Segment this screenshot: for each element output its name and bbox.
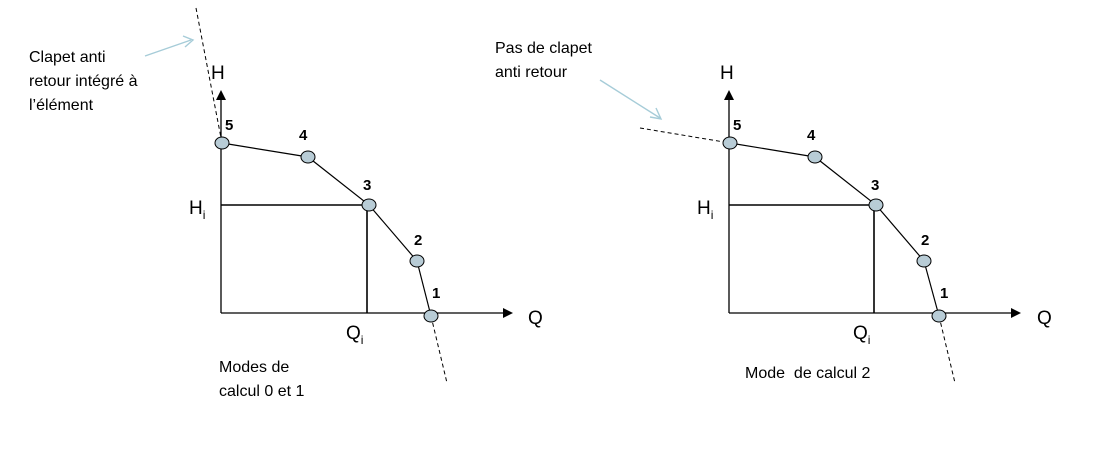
left-annotation-text: Clapet anti retour intégré à l’élément xyxy=(29,49,142,114)
right-qi-label: Qi xyxy=(853,323,870,347)
left-point-label-5: 5 xyxy=(225,117,233,134)
left-diagram: 5 4 3 2 1 H Q Hi Qi Clapet anti retour i… xyxy=(29,7,543,400)
right-dashed-upper xyxy=(639,127,731,144)
left-hi-label: Hi xyxy=(189,198,205,222)
left-caption: Modes de calcul 0 et 1 xyxy=(219,359,304,400)
right-hi-label: Hi xyxy=(697,198,713,222)
left-qi-label: Qi xyxy=(346,323,363,347)
right-h-axis-label: H xyxy=(720,63,734,84)
right-point-label-5: 5 xyxy=(733,117,741,134)
right-q-axis-label: Q xyxy=(1037,308,1052,329)
left-annotation-arrowhead xyxy=(182,35,195,48)
right-point-3 xyxy=(868,198,884,212)
left-pump-curve xyxy=(221,142,432,317)
left-point-3 xyxy=(361,198,377,212)
right-pump-curve xyxy=(729,142,940,317)
left-point-2 xyxy=(409,254,425,268)
left-point-label-3: 3 xyxy=(363,177,371,194)
right-annotation-arrow xyxy=(599,79,661,119)
left-dashed-lower xyxy=(430,315,448,384)
right-point-label-4: 4 xyxy=(807,127,816,144)
left-h-axis-label: H xyxy=(211,63,225,84)
left-point-4 xyxy=(300,150,316,164)
left-annotation-arrow xyxy=(144,39,192,57)
left-point-1 xyxy=(423,309,439,323)
right-dashed-lower xyxy=(938,315,956,384)
right-point-label-2: 2 xyxy=(921,232,929,249)
right-annotation-arrowhead xyxy=(649,107,663,120)
right-point-1 xyxy=(931,309,947,323)
left-point-label-2: 2 xyxy=(414,232,422,249)
right-point-label-1: 1 xyxy=(940,285,948,302)
right-point-label-3: 3 xyxy=(871,177,879,194)
right-point-4 xyxy=(807,150,823,164)
right-annotation-text: Pas de clapet anti retour xyxy=(495,40,596,81)
left-point-label-1: 1 xyxy=(432,285,440,302)
right-point-5 xyxy=(722,136,738,150)
right-point-2 xyxy=(916,254,932,268)
right-diagram: 5 4 3 2 1 H Q Hi Qi Pas de clapet anti r… xyxy=(495,40,1052,384)
right-caption: Mode de calcul 2 xyxy=(745,365,871,382)
left-q-axis-label: Q xyxy=(528,308,543,329)
left-point-label-4: 4 xyxy=(299,127,308,144)
left-point-5 xyxy=(214,136,230,150)
left-dashed-upper xyxy=(195,7,223,144)
